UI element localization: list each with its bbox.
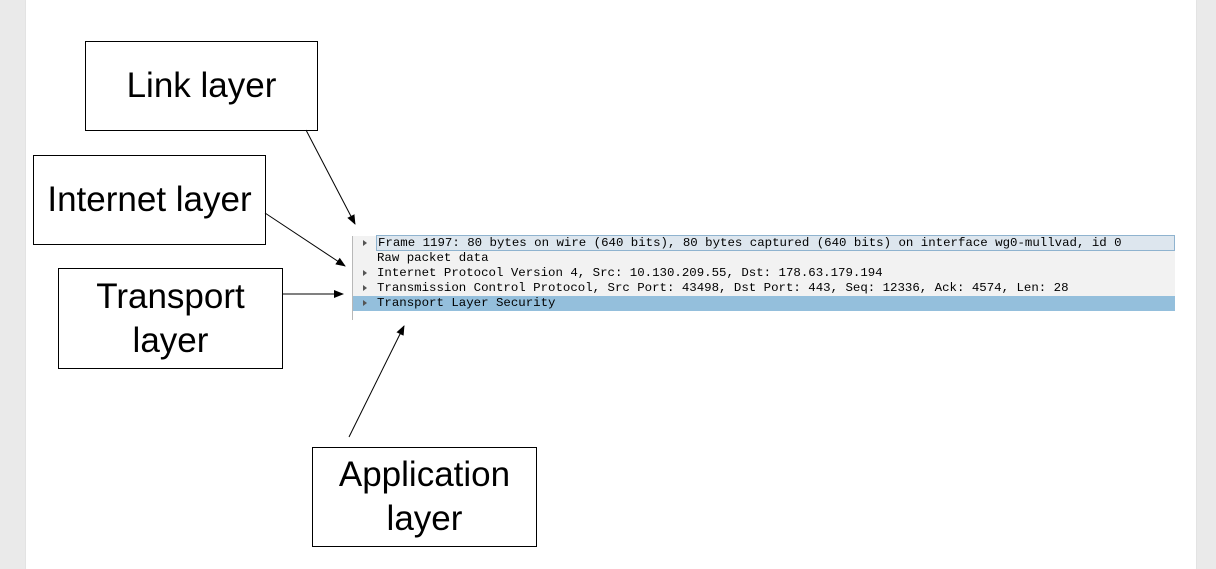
tree-row-label: Transmission Control Protocol, Src Port:…: [377, 281, 1069, 295]
application-layer-label: Application layer: [312, 447, 537, 547]
packet-details-tree: Frame 1197: 80 bytes on wire (640 bits),…: [352, 235, 1175, 320]
transport-layer-text-line1: Transport: [96, 276, 245, 316]
application-layer-text-line2: layer: [386, 499, 463, 538]
internet-layer-text: Internet layer: [47, 180, 252, 219]
expand-arrow-icon[interactable]: [361, 266, 371, 281]
transport-layer-text-line2: layer: [132, 320, 209, 360]
expand-arrow-icon[interactable]: [361, 296, 371, 311]
tree-row-frame[interactable]: Frame 1197: 80 bytes on wire (640 bits),…: [353, 235, 1175, 251]
tree-row-internet-protocol[interactable]: Internet Protocol Version 4, Src: 10.130…: [353, 266, 1175, 281]
transport-layer-label: Transport layer: [58, 268, 283, 369]
tree-row-label: Raw packet data: [377, 251, 489, 265]
expand-arrow-icon[interactable]: [361, 236, 371, 251]
application-layer-text-line1: Application: [338, 455, 511, 494]
link-layer-label: Link layer: [85, 41, 318, 131]
internet-layer-label: Internet layer: [33, 155, 266, 245]
expand-arrow-icon[interactable]: [361, 281, 371, 296]
tree-row-transmission-control-protocol[interactable]: Transmission Control Protocol, Src Port:…: [353, 281, 1175, 296]
link-layer-text: Link layer: [126, 66, 277, 105]
tree-row-label: Internet Protocol Version 4, Src: 10.130…: [377, 266, 883, 280]
tree-row-raw-packet-data[interactable]: Raw packet data: [353, 251, 1175, 266]
tree-row-label: Transport Layer Security: [376, 296, 1175, 311]
tree-row-label: Frame 1197: 80 bytes on wire (640 bits),…: [376, 235, 1175, 251]
tree-row-transport-layer-security[interactable]: Transport Layer Security: [353, 296, 1175, 311]
